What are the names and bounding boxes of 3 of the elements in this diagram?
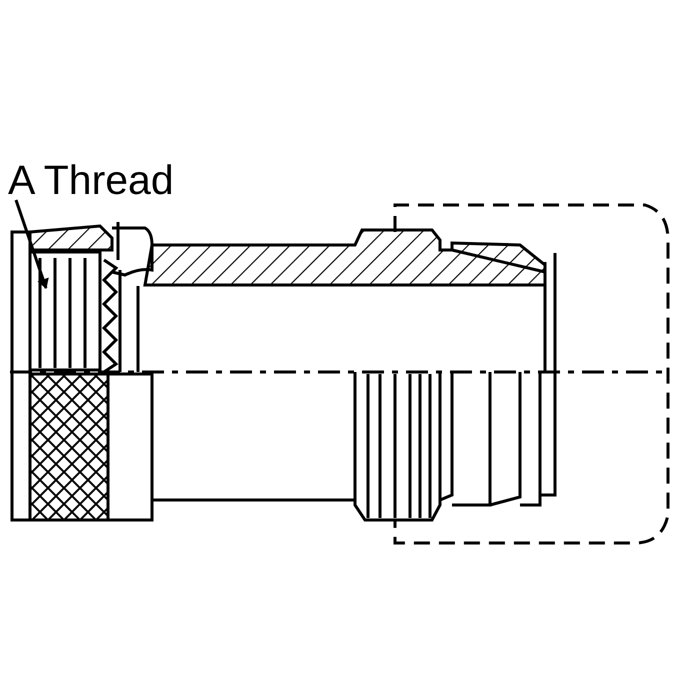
callout-label: A Thread [8,160,174,201]
leader-line [14,200,49,289]
thread-drawing [28,250,102,372]
